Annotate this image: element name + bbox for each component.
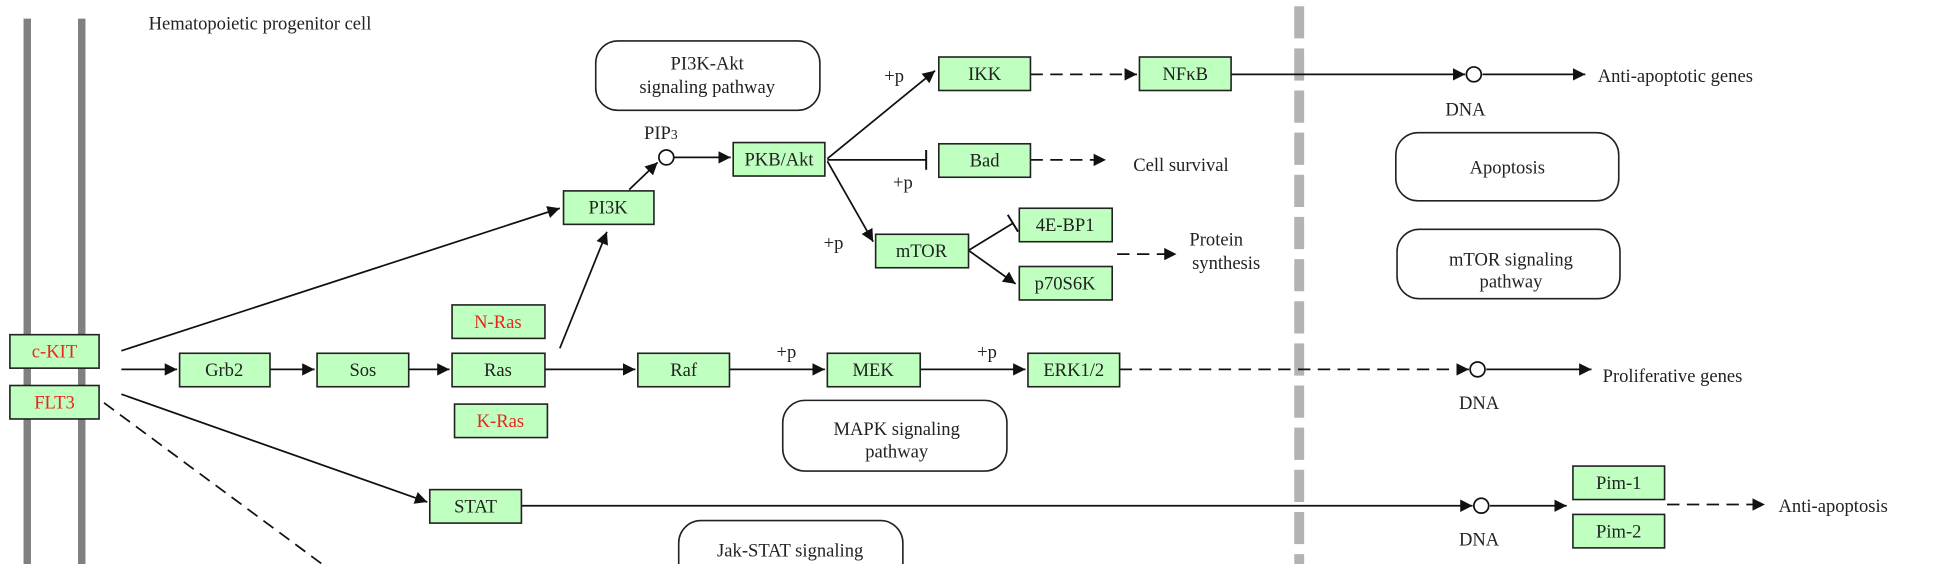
outcome-protein-synthesis: synthesis [1192,253,1260,274]
dna-node[interactable] [1472,497,1490,515]
outcome-anti-apoptotic-genes: Anti-apoptotic genes [1598,66,1753,87]
svg-text:MAPK signaling: MAPK signaling [833,419,959,440]
pip3-label: PIP3 [644,123,678,144]
phosphorylation-labels: +p +p +p +p +p [777,66,997,363]
cell-title: Hematopoietic progenitor cell [149,14,372,35]
gene-stat[interactable]: STAT [428,488,523,524]
gene-n-ras[interactable]: N-Ras [451,304,546,340]
gene-sos[interactable]: Sos [316,352,410,388]
svg-text:+p: +p [824,233,844,254]
gene-label: c-KIT [32,342,78,363]
svg-text:+p: +p [977,342,997,363]
dna-node[interactable] [1465,66,1483,83]
gene-label: p70S6K [1035,273,1096,294]
svg-text:Apoptosis: Apoptosis [1470,158,1545,179]
pip3-compound[interactable] [658,149,675,166]
gene-pim-2[interactable]: Pim-2 [1572,513,1666,549]
gene-raf[interactable]: Raf [637,352,731,388]
gene-label: PI3K [589,198,629,219]
dna-label: DNA [1459,529,1500,550]
gene-ras[interactable]: Ras [451,352,546,388]
gene-4e-bp1[interactable]: 4E-BP1 [1018,207,1113,243]
gene-label: N-Ras [474,312,521,333]
gene-pkb-akt[interactable]: PKB/Akt [732,141,826,177]
outcome-cell-survival: Cell survival [1133,155,1228,176]
gene-label: Ras [484,360,512,381]
svg-text:pathway: pathway [759,563,823,564]
gene-label: MEK [853,360,895,381]
gene-label: Pim-1 [1596,473,1641,494]
gene-label: K-Ras [477,411,524,432]
svg-text:mTOR signaling: mTOR signaling [1449,249,1573,270]
gene-label: 4E-BP1 [1036,215,1095,236]
gene-flt3[interactable]: FLT3 [9,384,100,420]
gene-label: Grb2 [205,360,243,381]
dna-label: DNA [1459,393,1500,414]
map-apoptosis[interactable]: Apoptosis [1395,131,1620,202]
svg-text:+p: +p [884,66,904,87]
gene-label: FLT3 [34,392,75,413]
gene-erk[interactable]: ERK1/2 [1027,352,1121,388]
dna-label: DNA [1445,99,1486,120]
gene-label: mTOR [896,241,948,262]
gene-label: Bad [970,151,1001,172]
gene-label: PKB/Akt [744,149,814,170]
svg-text:+p: +p [777,342,797,363]
edges [103,68,1765,564]
outcome-anti-apoptosis: Anti-apoptosis [1779,496,1888,517]
gene-label: Sos [349,360,376,381]
svg-text:pathway: pathway [865,441,929,462]
outcome-protein-synthesis: Protein [1189,229,1243,250]
map-pi3k-akt[interactable]: PI3K-Akt signaling pathway [594,40,821,112]
svg-text:signaling pathway: signaling pathway [639,77,775,98]
gene-label: NFκB [1163,64,1208,85]
svg-text:Jak-STAT signaling: Jak-STAT signaling [717,541,863,562]
gene-label: ERK1/2 [1043,360,1104,381]
dna-node[interactable] [1469,361,1486,378]
gene-pim-1[interactable]: Pim-1 [1572,465,1666,501]
gene-label: Pim-2 [1596,521,1641,542]
gene-mtor[interactable]: mTOR [874,233,970,269]
gene-mek[interactable]: MEK [826,352,922,388]
gene-p70s6k[interactable]: p70S6K [1018,265,1113,301]
gene-bad[interactable]: Bad [937,142,1032,179]
svg-text:PI3K-Akt: PI3K-Akt [671,53,745,74]
gene-pi3k[interactable]: PI3K [562,190,655,226]
gene-k-ras[interactable]: K-Ras [453,403,549,439]
gene-ikk[interactable]: IKK [937,56,1032,92]
outcome-proliferative-genes: Proliferative genes [1603,366,1743,387]
gene-label: STAT [454,496,498,517]
gene-grb2[interactable]: Grb2 [178,352,271,388]
gene-c-kit[interactable]: c-KIT [9,333,100,369]
svg-text:pathway: pathway [1480,272,1544,293]
gene-label: IKK [968,64,1002,85]
gene-label: Raf [670,360,698,381]
gene-nfkb[interactable]: NFκB [1138,56,1232,92]
svg-text:+p: +p [893,172,913,193]
